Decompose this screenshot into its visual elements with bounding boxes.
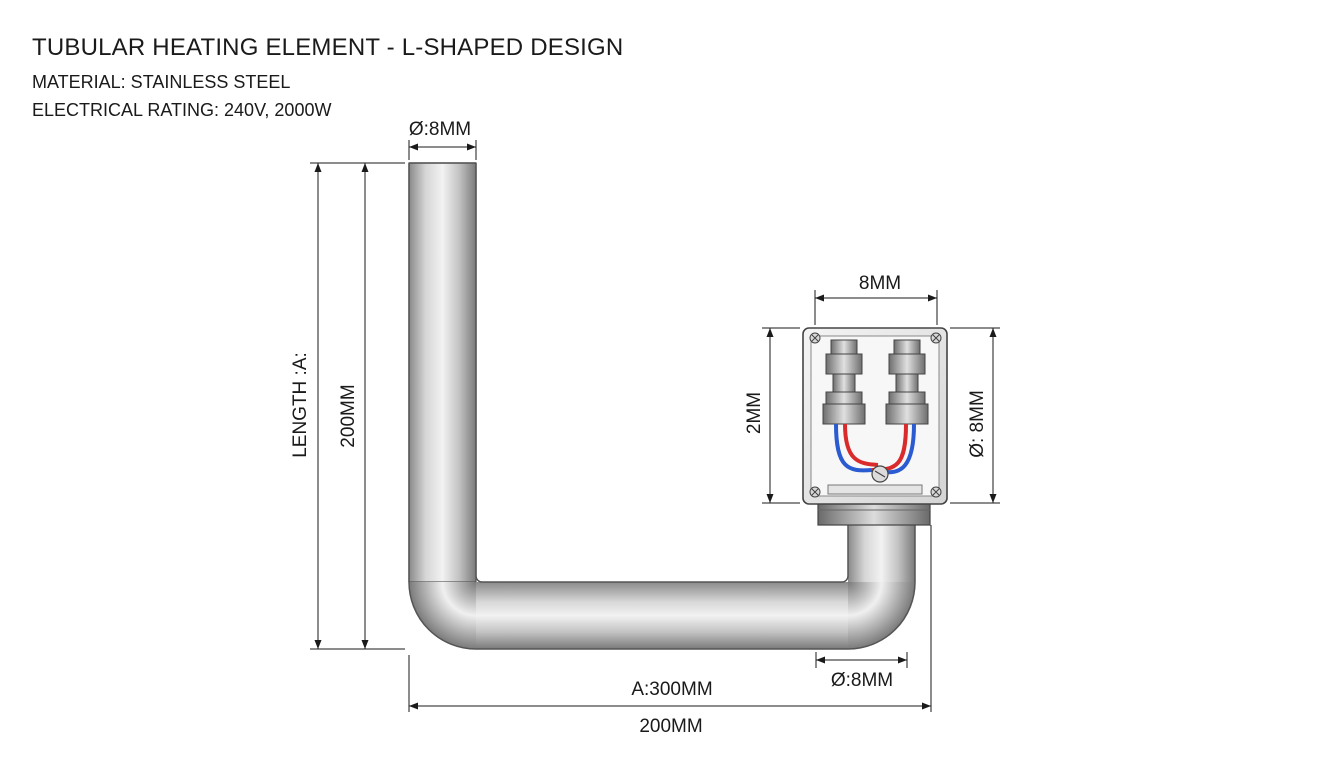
material-spec: MATERIAL: STAINLESS STEEL <box>32 72 291 92</box>
box-height-label: 2MM <box>744 392 765 434</box>
corner-screw-icon <box>809 332 942 498</box>
box-diameter-label: Ø: 8MM <box>967 390 988 458</box>
horizontal-overall-label: 200MM <box>639 716 702 737</box>
cable-gland <box>817 502 931 526</box>
wiring <box>834 423 916 483</box>
bottom-diameter-label: Ø:8MM <box>831 670 893 691</box>
electrical-rating-spec: ELECTRICAL RATING: 240V, 2000W <box>32 100 332 120</box>
vertical-length-label: 200MM <box>338 384 359 447</box>
length-a-label: LENGTH :A: <box>290 352 311 458</box>
box-width-label: 8MM <box>859 273 901 294</box>
top-diameter-label: Ø:8MM <box>409 119 471 140</box>
terminal-stud-icon <box>885 339 929 425</box>
terminal-box <box>802 327 948 505</box>
heating-tube <box>408 162 916 650</box>
horizontal-a-label: A:300MM <box>631 679 712 700</box>
terminal-stud-icon <box>822 339 866 425</box>
diagram-title: TUBULAR HEATING ELEMENT - L-SHAPED DESIG… <box>32 34 624 61</box>
